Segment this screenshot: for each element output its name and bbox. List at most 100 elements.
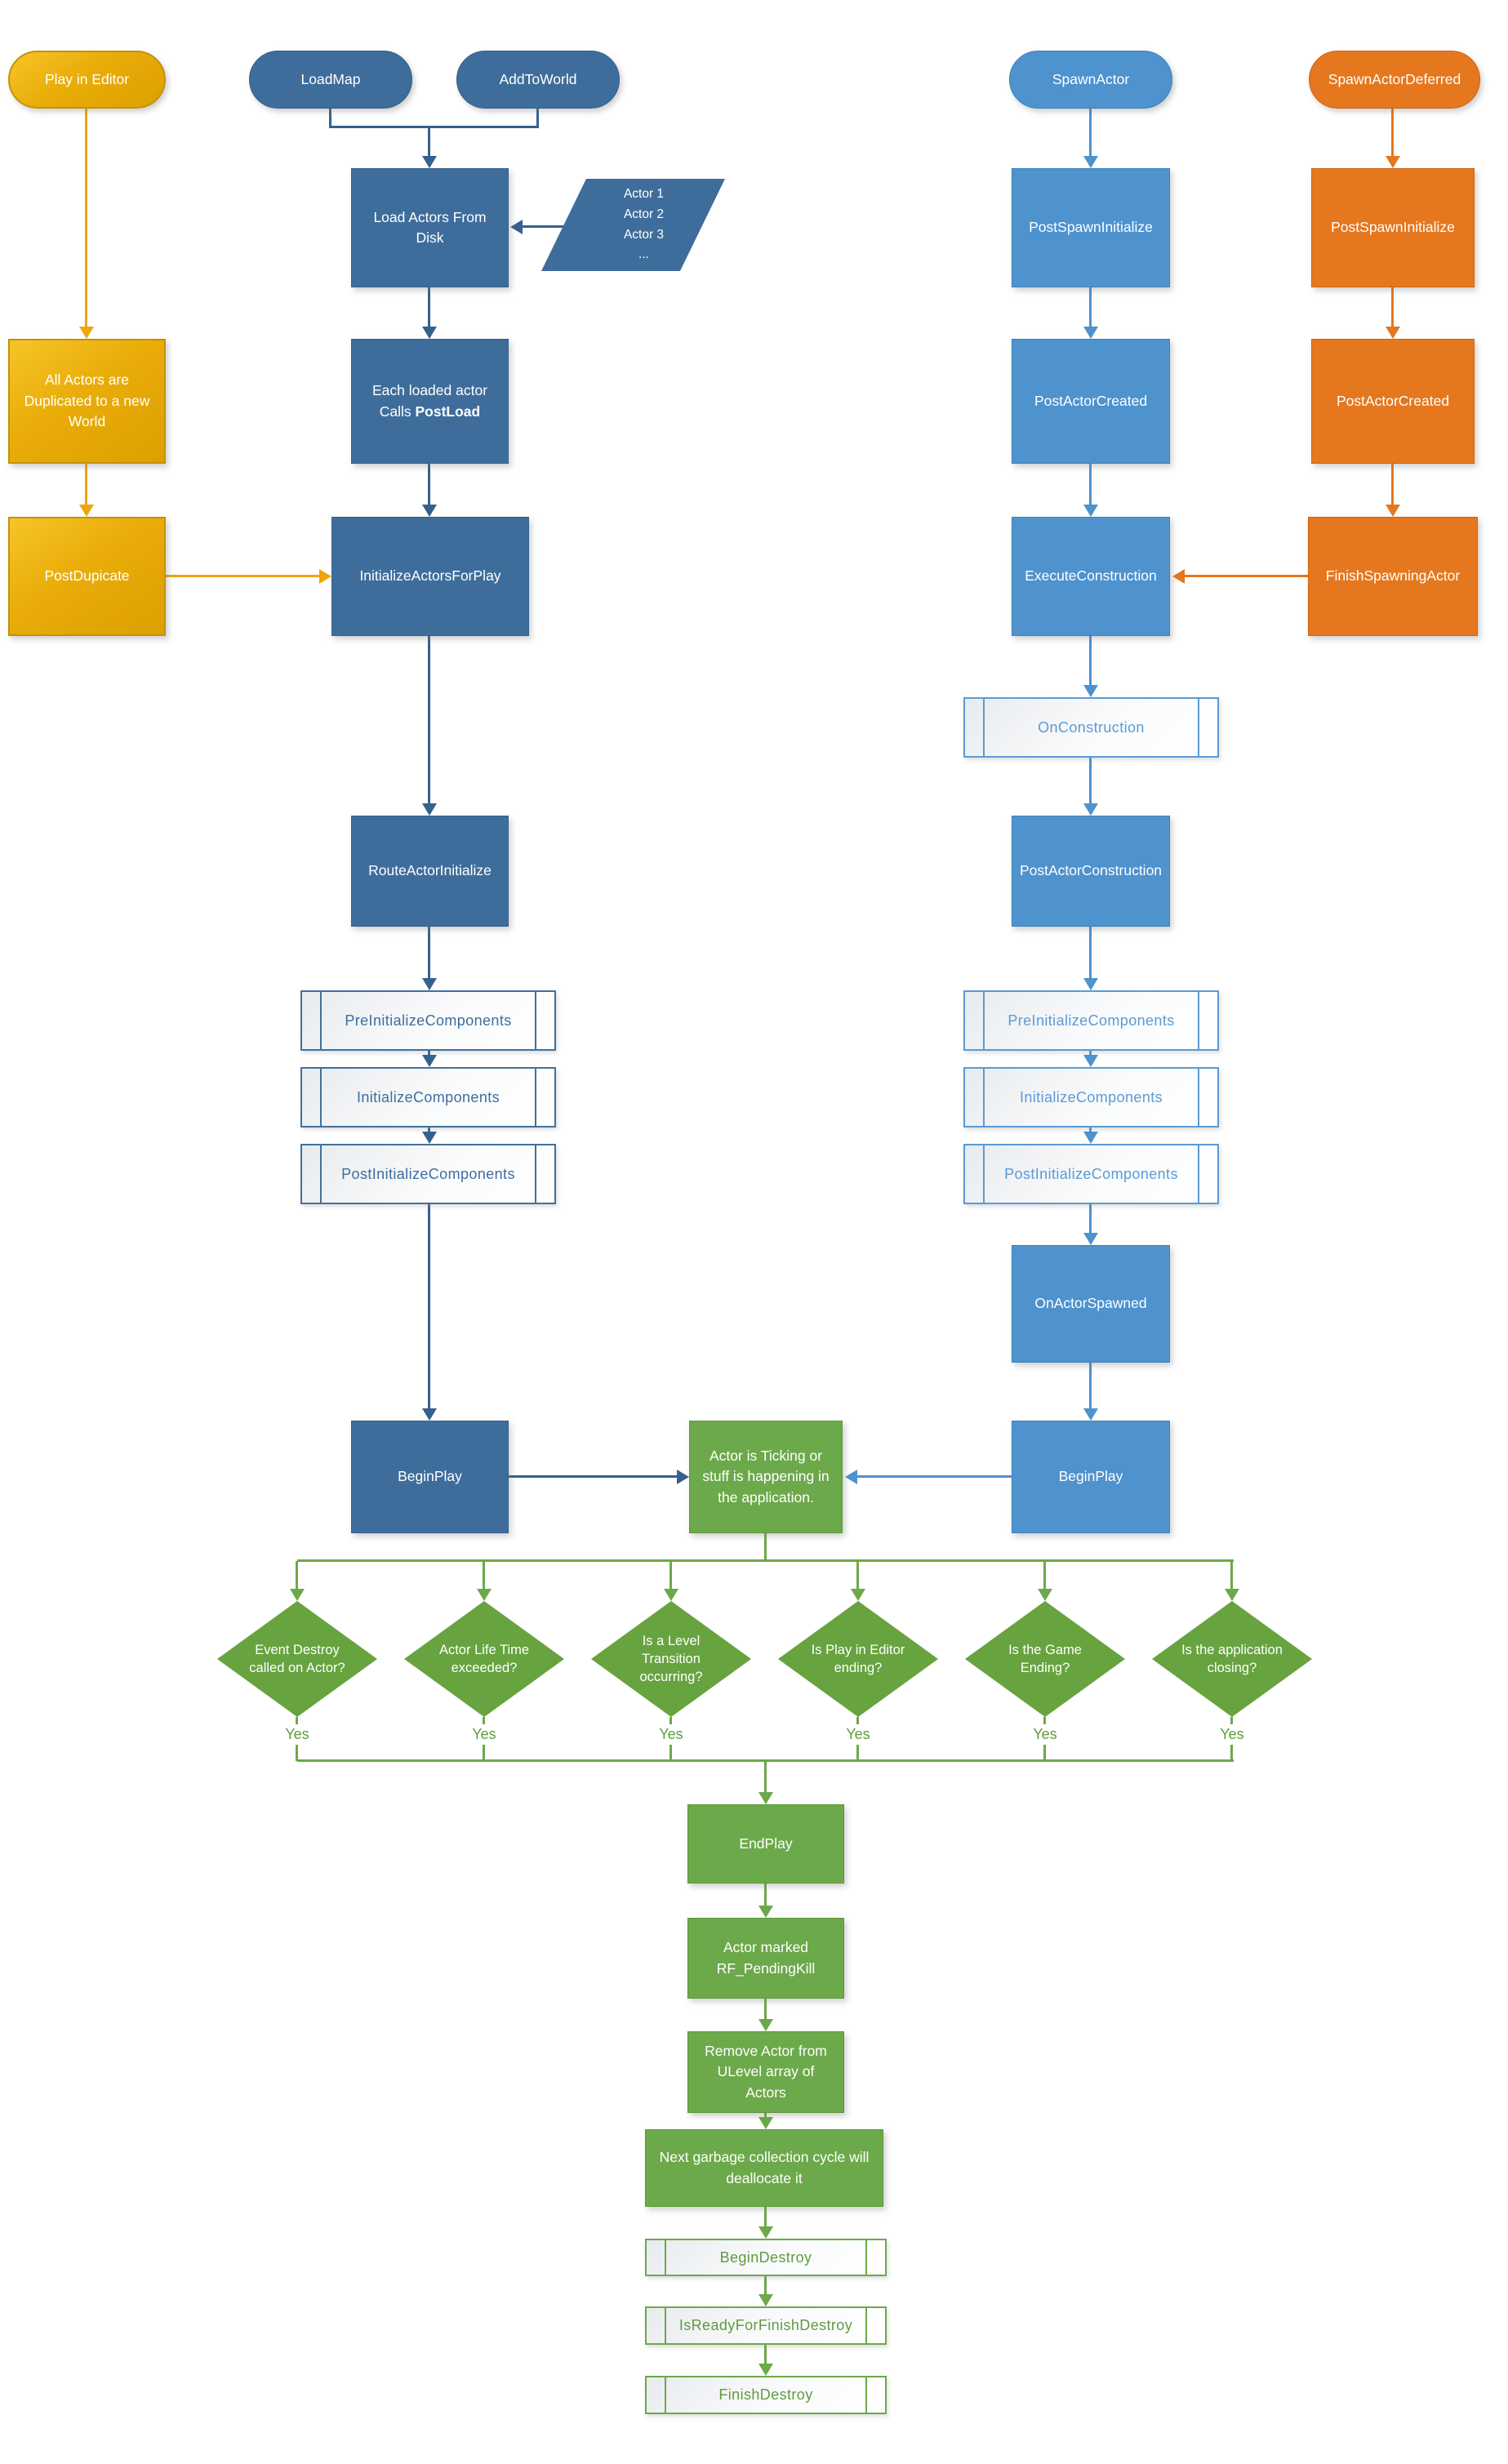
- process-load-actors-from-disk: Load Actors From Disk: [351, 168, 509, 287]
- line2-bold: PostLoad: [415, 403, 481, 420]
- subroutine-label: PreInitializeComponents: [1008, 1012, 1175, 1029]
- process-post-actor-created: PostActorCreated: [1012, 339, 1170, 464]
- process-label: PostSpawnInitialize: [1331, 219, 1455, 236]
- data-actor-list: Actor 1 Actor 2 Actor 3 ...: [541, 179, 725, 271]
- connector-line: [428, 927, 430, 978]
- terminator-label: AddToWorld: [499, 70, 577, 87]
- process-label: PostDupicate: [44, 567, 130, 585]
- process-initialize-actors-for-play: InitializeActorsForPlay: [331, 517, 529, 636]
- decision-label: Is the Game Ending?: [1008, 1642, 1082, 1675]
- process-finish-spawning-actor: FinishSpawningActor: [1308, 517, 1478, 636]
- connector-line: [85, 109, 87, 327]
- connector-line: [428, 636, 430, 803]
- subroutine-begin-destroy: BeginDestroy: [645, 2239, 887, 2276]
- process-label: Next garbage collection cycle will deall…: [659, 2149, 870, 2186]
- connector-line: [1185, 575, 1311, 577]
- process-actor-marked-pendingkill: Actor marked RF_PendingKill: [687, 1918, 844, 1999]
- connector-line: [856, 1561, 859, 1589]
- connector-line: [764, 1884, 767, 1906]
- decision-level-transition: Is a Level Transition occurring?: [591, 1601, 751, 1717]
- subroutine-post-initialize-components-right: PostInitializeComponents: [963, 1144, 1219, 1204]
- subroutine-initialize-components-right: InitializeComponents: [963, 1067, 1219, 1127]
- process-end-play: EndPlay: [687, 1804, 844, 1884]
- subroutine-label: PostInitializeComponents: [341, 1165, 515, 1182]
- connector-line: [1391, 464, 1394, 505]
- yes-label: Yes: [1016, 1724, 1074, 1745]
- process-remove-actor-ulevel: Remove Actor from ULevel array of Actors: [687, 2031, 844, 2113]
- connector-line: [1089, 1127, 1092, 1132]
- decision-app-closing: Is the application closing?: [1152, 1601, 1312, 1717]
- process-label: Remove Actor from ULevel array of Actors: [705, 2042, 827, 2101]
- subroutine-on-construction: OnConstruction: [963, 697, 1219, 758]
- terminator-label: SpawnActorDeferred: [1328, 70, 1461, 87]
- connector-line: [1089, 1204, 1092, 1233]
- connector-line: [428, 127, 430, 156]
- process-label: Each loaded actor Calls PostLoad: [372, 380, 487, 422]
- connector-line: [1043, 1561, 1046, 1589]
- connector-line: [764, 2276, 767, 2294]
- process-label: ExecuteConstruction: [1025, 567, 1157, 585]
- connector-line: [1089, 109, 1092, 156]
- connector-line: [1391, 109, 1394, 156]
- connector-line: [1089, 927, 1092, 978]
- line2-prefix: Calls: [379, 403, 416, 420]
- connector-line: [1089, 636, 1092, 685]
- process-begin-play-left: BeginPlay: [351, 1421, 509, 1533]
- connector-line: [428, 287, 430, 327]
- connector-line: [428, 1127, 430, 1132]
- decision-label: Actor Life Time exceeded?: [438, 1642, 530, 1675]
- connector-line: [297, 1559, 1234, 1562]
- yes-label: Yes: [643, 1724, 700, 1745]
- process-label: PostActorCreated: [1336, 392, 1450, 409]
- subroutine-is-ready-for-finish-destroy: IsReadyForFinishDestroy: [645, 2306, 887, 2345]
- decision-actor-lifetime: Actor Life Time exceeded?: [404, 1601, 564, 1717]
- decision-label: Is Play in Editor ending?: [811, 1642, 905, 1675]
- connector-line: [1089, 287, 1092, 327]
- actor-list-line: ...: [638, 247, 649, 262]
- process-label: Actor is Ticking or stuff is happening i…: [702, 1447, 830, 1506]
- process-label: FinishSpawningActor: [1325, 567, 1461, 585]
- process-post-spawn-initialize-deferred: PostSpawnInitialize: [1311, 168, 1475, 287]
- connector-line: [428, 1051, 430, 1055]
- process-execute-construction: ExecuteConstruction: [1012, 517, 1170, 636]
- process-post-dupicate: PostDupicate: [8, 517, 166, 636]
- subroutine-label: OnConstruction: [1038, 718, 1145, 736]
- process-label: EndPlay: [739, 1835, 793, 1852]
- subroutine-label: BeginDestroy: [719, 2248, 812, 2266]
- subroutine-label: InitializeComponents: [1019, 1088, 1163, 1105]
- decision-label: Is the application closing?: [1181, 1642, 1283, 1675]
- terminator-load-map: LoadMap: [249, 51, 412, 109]
- process-label: PostActorCreated: [1034, 392, 1148, 409]
- connector-line: [329, 109, 331, 128]
- process-label: Load Actors From Disk: [373, 208, 487, 246]
- connector-line: [1089, 758, 1092, 803]
- process-label: RouteActorInitialize: [368, 862, 492, 879]
- connector-line: [764, 2345, 767, 2364]
- subroutine-label: IsReadyForFinishDestroy: [678, 2317, 853, 2334]
- connector-line: [764, 2207, 767, 2226]
- process-begin-play-right: BeginPlay: [1012, 1421, 1170, 1533]
- process-label: OnActorSpawned: [1034, 1295, 1147, 1312]
- terminator-spawn-actor: SpawnActor: [1009, 51, 1172, 109]
- connector-line: [1089, 464, 1092, 505]
- line1: Each loaded actor: [371, 382, 488, 399]
- subroutine-pre-initialize-components-left: PreInitializeComponents: [300, 990, 556, 1051]
- yes-label: Yes: [1203, 1724, 1261, 1745]
- process-next-gc-cycle: Next garbage collection cycle will deall…: [645, 2129, 883, 2207]
- decision-label: Is a Level Transition occurring?: [639, 1633, 703, 1685]
- connector-line: [1089, 1051, 1092, 1055]
- process-label: PostActorConstruction: [1019, 862, 1163, 879]
- terminator-label: Play in Editor: [44, 70, 130, 87]
- process-label: PostSpawnInitialize: [1029, 219, 1153, 236]
- process-label: BeginPlay: [398, 1468, 462, 1485]
- connector-line: [85, 464, 87, 505]
- connector-line: [523, 225, 563, 228]
- connector-line: [166, 575, 319, 577]
- connector-line: [428, 1204, 430, 1408]
- process-post-actor-created-deferred: PostActorCreated: [1311, 339, 1475, 464]
- actor-list-line: Actor 1: [623, 186, 665, 201]
- connector-line: [536, 109, 539, 128]
- subroutine-label: FinishDestroy: [718, 2386, 813, 2404]
- connector-line: [764, 2113, 767, 2117]
